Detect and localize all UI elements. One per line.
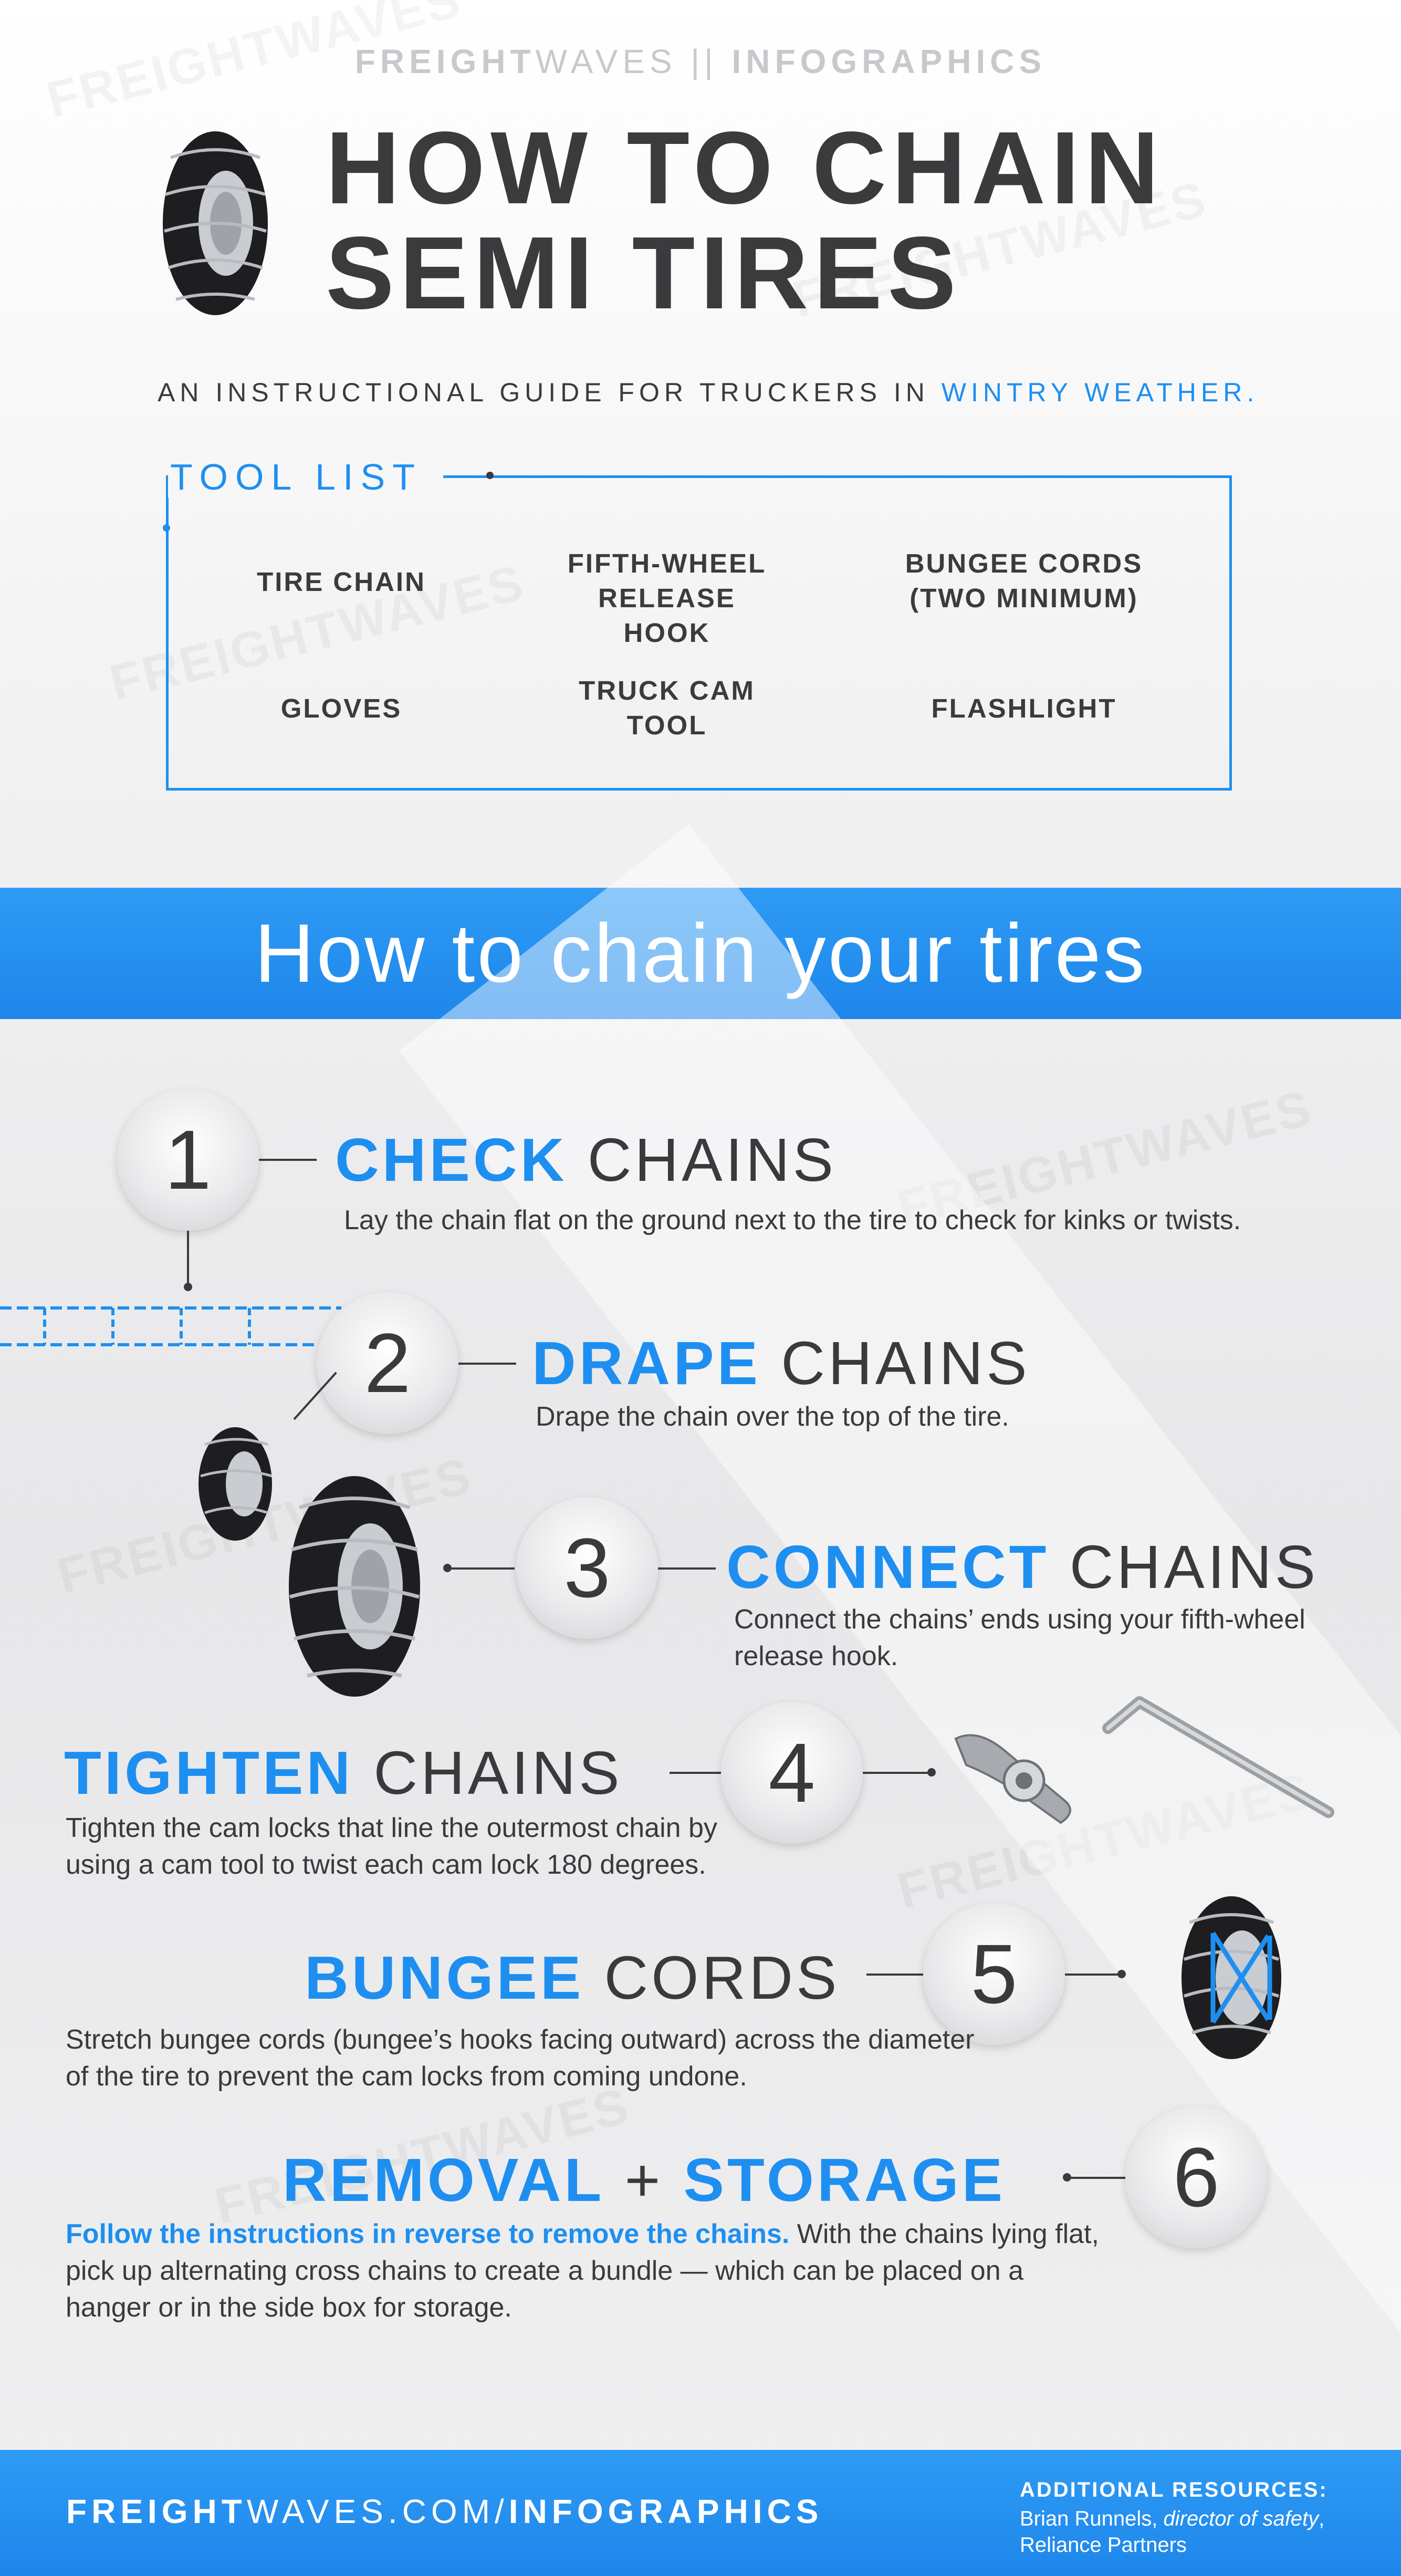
connector-line: [259, 1159, 317, 1161]
step-6-number: 6: [1125, 2106, 1267, 2248]
title-line-2: SEMI TIRES: [326, 215, 961, 330]
step-4-number: 4: [721, 1702, 863, 1844]
step-5-number: 5: [923, 1903, 1065, 2045]
connector-line: [1066, 2177, 1129, 2179]
step-5-heading-bold: BUNGEE: [305, 1944, 584, 2012]
connector-dot: [927, 1768, 936, 1777]
resources-title: ADDITIONAL RESOURCES:: [1020, 2478, 1328, 2501]
step-3-heading-light: CHAINS: [1049, 1533, 1319, 1601]
tool-list-box: [166, 475, 1232, 791]
connector-line: [187, 1231, 189, 1289]
small-tire-icon: [198, 1427, 273, 1541]
bungee-tire-icon: [1182, 1896, 1281, 2059]
step-6-description-bold: Follow the instructions in reverse to re…: [66, 2219, 790, 2249]
step-3-heading: CONNECT CHAINS: [726, 1533, 1319, 1601]
tool-item: TIRE CHAIN: [257, 567, 426, 597]
step-1-heading-light: CHAINS: [567, 1126, 837, 1194]
step-1-number: 1: [117, 1089, 259, 1231]
step-5-heading: BUNGEE CORDS: [305, 1944, 840, 2012]
tool-list-title: TOOL LIST: [168, 456, 443, 498]
connector-line: [446, 1567, 515, 1570]
tool-item: BUNGEE CORDS (TWO MINIMUM): [905, 548, 1143, 613]
step-2-heading: DRAPE CHAINS: [532, 1329, 1030, 1397]
step-4-heading-light: CHAINS: [353, 1739, 623, 1807]
footer-url[interactable]: FREIGHTWAVES.COM/INFOGRAPHICS: [66, 2492, 823, 2531]
step-6-description: Follow the instructions in reverse to re…: [66, 2216, 1105, 2326]
step-5-description: Stretch bungee cords (bungee’s hooks fac…: [66, 2024, 975, 2092]
tool-item: TRUCK CAM TOOL: [579, 676, 755, 740]
footer-url-bold-2: INFOGRAPHICS: [508, 2492, 823, 2530]
connector-line: [670, 1772, 722, 1774]
resources-role: director of safety: [1163, 2507, 1319, 2530]
step-6-heading-bold-2: STORAGE: [683, 2146, 1006, 2214]
step-1-description: Lay the chain flat on the ground next to…: [344, 1205, 1241, 1235]
resources-org: Reliance Partners: [1020, 2533, 1187, 2557]
tool-list-dot: [163, 524, 170, 532]
title-line-1: HOW TO CHAIN: [326, 110, 1165, 225]
subtitle-accent: WINTRY WEATHER: [941, 378, 1247, 407]
tool-list-dot: [486, 472, 494, 479]
connector-line: [458, 1363, 516, 1365]
footer: [0, 2450, 1401, 2576]
section-banner: [0, 888, 1401, 1019]
step-1-heading-bold: CHECK: [335, 1126, 568, 1194]
resources-comma: ,: [1319, 2507, 1325, 2530]
step-2-description: Drape the chain over the top of the tire…: [536, 1401, 1009, 1432]
brand-bold-2: INFOGRAPHICS: [731, 43, 1047, 80]
connector-line: [863, 1772, 931, 1774]
brand-bold: FREIGHT: [354, 43, 536, 80]
step-6-heading-bold: REMOVAL: [283, 2146, 605, 2214]
step-6-heading: REMOVAL + STORAGE: [283, 2146, 1006, 2214]
resources-name: Brian Runnels,: [1020, 2507, 1164, 2530]
step-3-heading-bold: CONNECT: [726, 1533, 1050, 1601]
chained-tire-icon: [163, 131, 268, 315]
connector-line: [866, 1973, 924, 1976]
tool-item: GLOVES: [280, 693, 402, 723]
subtitle-end: .: [1247, 378, 1259, 407]
step-2-heading-bold: DRAPE: [532, 1329, 761, 1397]
connector-line: [658, 1567, 716, 1570]
footer-url-bold: FREIGHT: [66, 2492, 247, 2530]
connector-dot: [443, 1564, 452, 1572]
subtitle-main: AN INSTRUCTIONAL GUIDE FOR TRUCKERS IN: [158, 378, 942, 407]
step-4-heading: TIGHTEN CHAINS: [64, 1739, 623, 1807]
step-2-heading-light: CHAINS: [761, 1329, 1030, 1397]
footer-url-thin: WAVES.COM/: [246, 2492, 509, 2530]
tool-item: FIFTH-WHEEL RELEASE HOOK: [567, 548, 767, 648]
subtitle: AN INSTRUCTIONAL GUIDE FOR TRUCKERS IN W…: [158, 377, 1259, 408]
resources-text: Brian Runnels, director of safety, Relia…: [1020, 2506, 1324, 2558]
connector-line: [1065, 1973, 1123, 1976]
step-5-heading-light: CORDS: [584, 1944, 840, 2012]
release-hook-icon: [954, 1734, 1071, 1824]
connector-dot: [1117, 1970, 1126, 1978]
tool-item: FLASHLIGHT: [931, 693, 1117, 723]
step-3-number: 3: [516, 1497, 658, 1639]
brand-thin: WAVES ||: [535, 43, 732, 80]
step-6-heading-plus: +: [604, 2146, 684, 2214]
step-3-description: Connect the chains’ ends using your fift…: [734, 1604, 1305, 1671]
brand-header: FREIGHTWAVES || INFOGRAPHICS: [0, 42, 1401, 81]
connector-dot: [184, 1283, 192, 1291]
section-banner-title: How to chain your tires: [254, 907, 1147, 1000]
step-4-heading-bold: TIGHTEN: [64, 1739, 354, 1807]
step-2-number: 2: [317, 1292, 458, 1434]
step-1-heading: CHECK CHAINS: [335, 1126, 837, 1194]
step-4-description: Tighten the cam locks that line the oute…: [66, 1813, 717, 1880]
step-6-description-text: With the chains lying flat, pick up alte…: [66, 2219, 1099, 2323]
cam-tool-icon: [1102, 1696, 1334, 1818]
chained-tire-icon: [289, 1476, 420, 1697]
page-title: HOW TO CHAIN SEMI TIRES: [326, 116, 1164, 326]
flat-chain-icon: [0, 1306, 341, 1346]
